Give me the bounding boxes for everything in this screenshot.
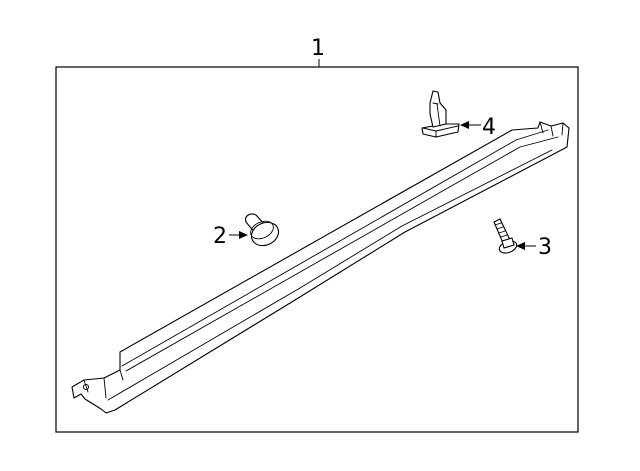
screw [493, 218, 518, 254]
rocker-molding-body [71, 121, 570, 414]
callout-3-label: 3 [538, 235, 552, 260]
push-clip-head-rim [250, 220, 274, 240]
callout-2-label: 2 [213, 224, 227, 249]
rocker-molding-front-flange [83, 369, 124, 399]
push-clip [245, 213, 280, 247]
retainer-post-edge [432, 102, 441, 127]
rocker-molding-crease-lower [125, 136, 559, 372]
screw-thread [494, 222, 508, 238]
rocker-molding [71, 121, 570, 414]
screw-head-top [501, 237, 515, 249]
retainer [421, 90, 460, 138]
rocker-molding-mount-hole [82, 383, 90, 391]
callout-4-label: 4 [482, 115, 496, 140]
assembly-frame [55, 66, 579, 433]
callout-4-arrowhead [460, 121, 469, 129]
push-clip-head [250, 221, 280, 247]
retainer-base-edge [422, 125, 459, 138]
rocker-molding-rear-flange [539, 121, 564, 137]
callout-2-arrowhead [239, 231, 248, 239]
retainer-base [421, 123, 460, 138]
callout-3-arrowhead [516, 242, 525, 250]
callout-1-label: 1 [311, 36, 325, 61]
rocker-molding-lower-edge [107, 149, 553, 401]
rocker-molding-crease-upper [121, 129, 549, 367]
